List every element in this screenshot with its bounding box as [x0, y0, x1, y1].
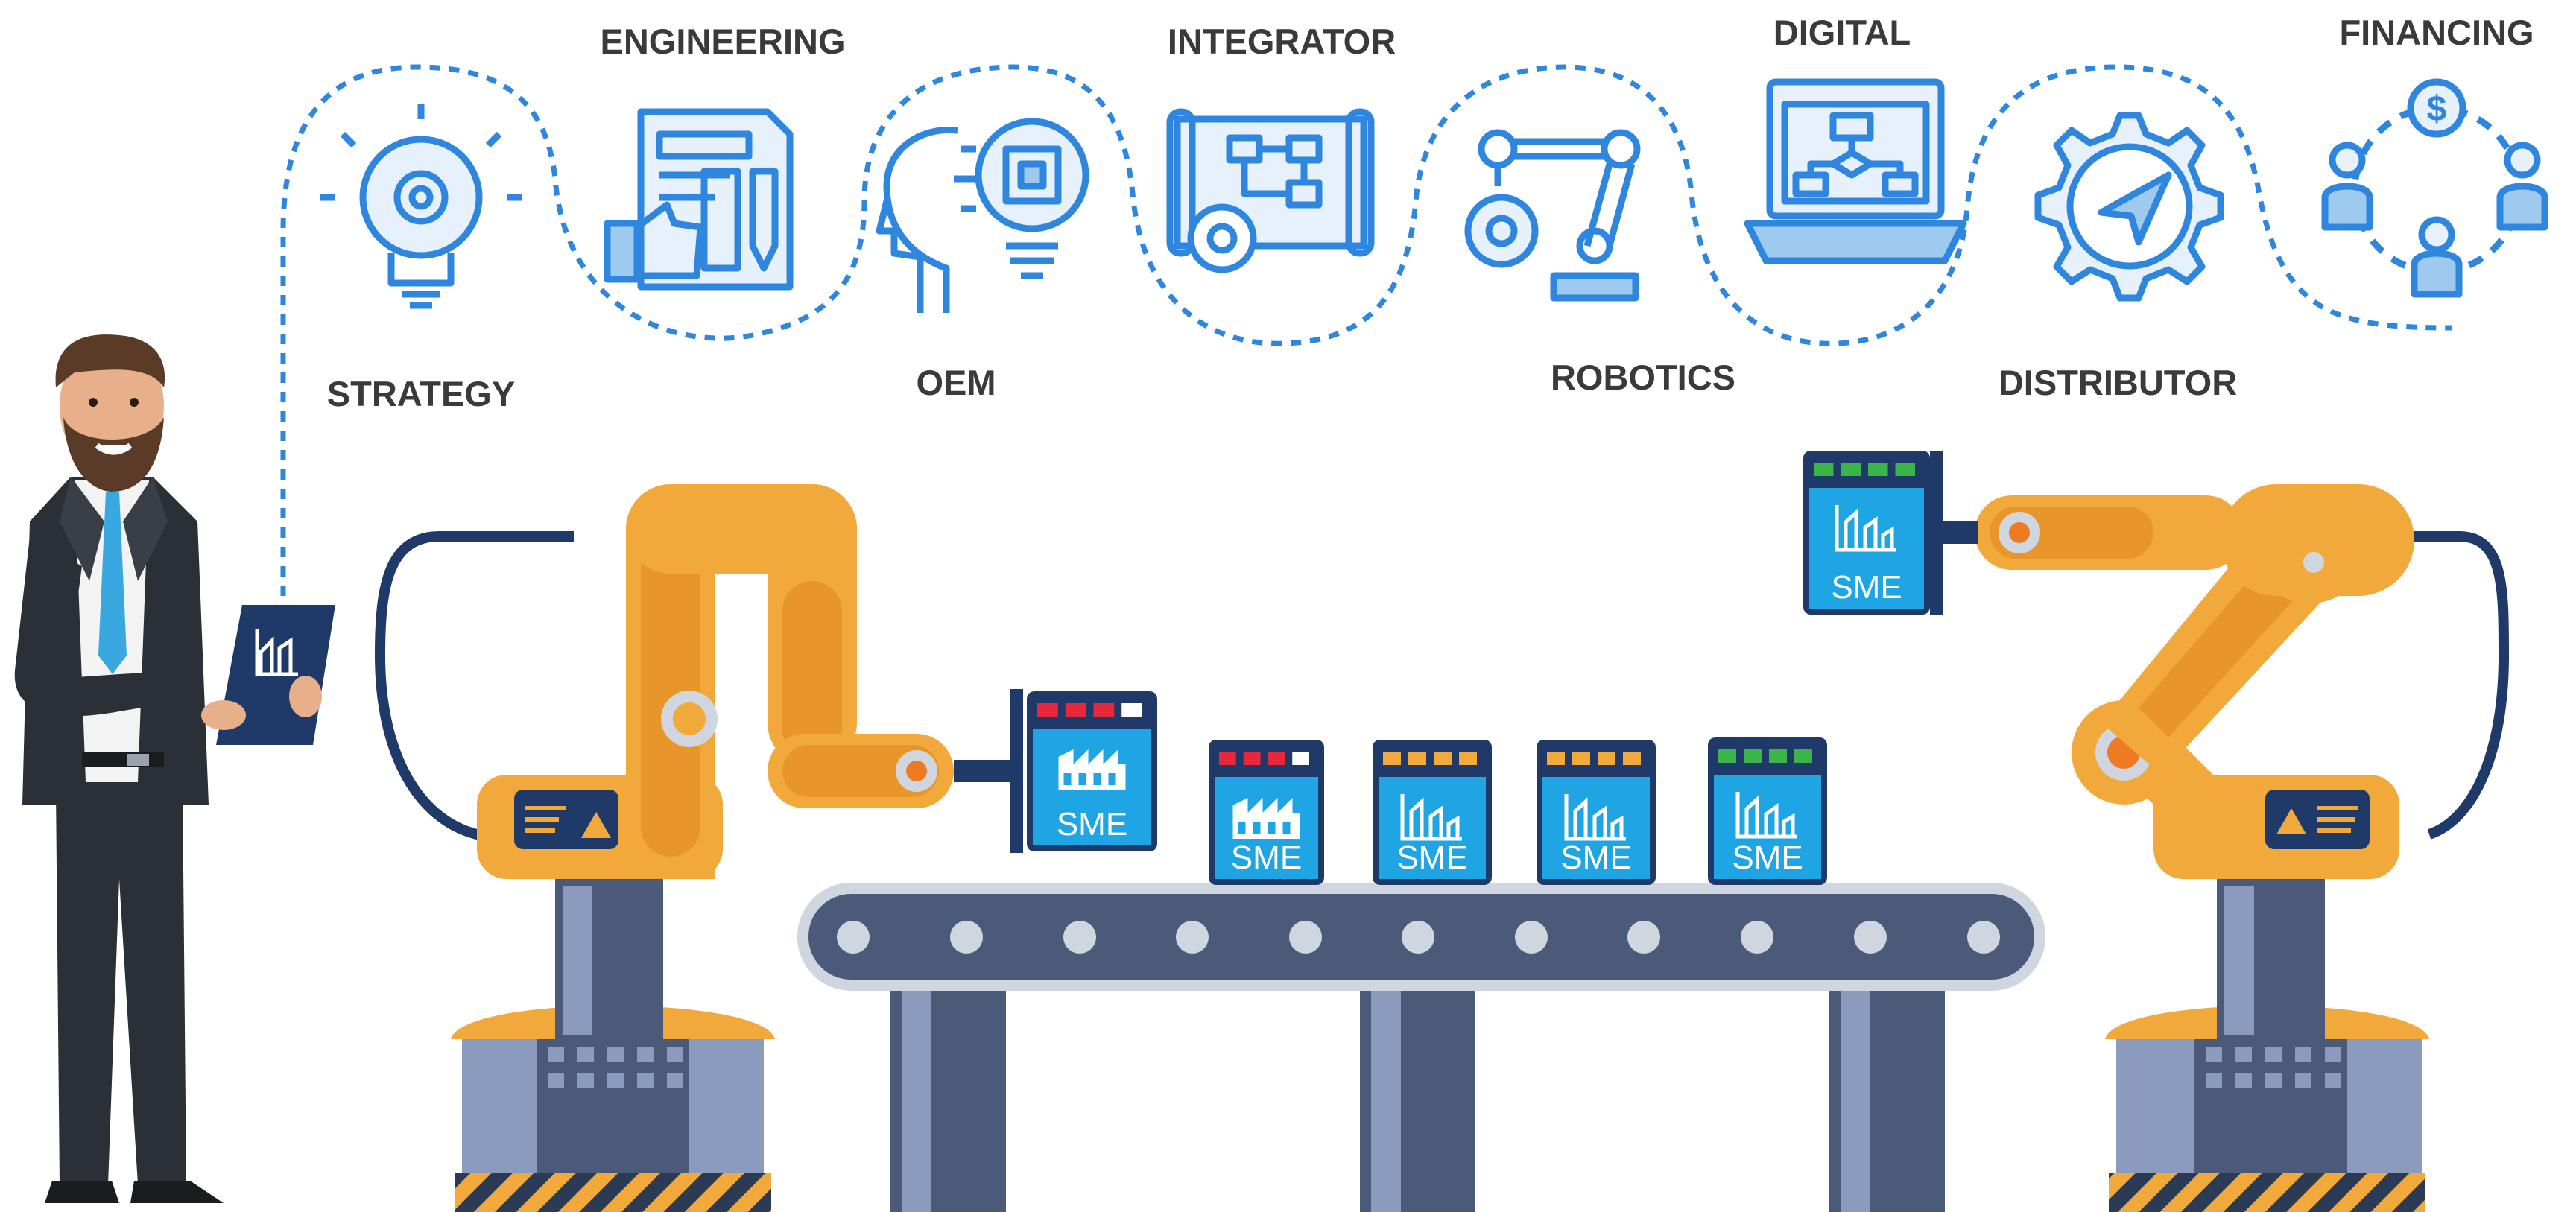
left-robot-arm	[374, 484, 1023, 1212]
chart-icon	[1400, 794, 1462, 841]
blueprint-document-icon	[604, 108, 794, 291]
sme-box-label: SME	[1396, 840, 1467, 876]
sme-box-label: SME	[1560, 840, 1631, 876]
status-light	[1383, 752, 1401, 765]
lightbulb-gear-icon	[320, 104, 522, 309]
status-light	[1744, 749, 1762, 763]
conveyor-belt	[797, 883, 2045, 1212]
chart-icon	[1835, 505, 1896, 552]
status-light	[1219, 752, 1236, 765]
status-light	[1093, 703, 1115, 717]
status-light	[1841, 463, 1861, 476]
flowchart-gear-icon	[1166, 108, 1375, 273]
step-label-integrator: INTEGRATOR	[1168, 22, 1396, 61]
people-dollar-icon: $	[2321, 78, 2548, 298]
step-label-engineering: ENGINEERING	[600, 22, 845, 61]
status-light	[1794, 749, 1812, 763]
step-label-strategy: STRATEGY	[327, 374, 515, 413]
factory-icon	[1232, 798, 1300, 839]
laptop-flowchart-icon	[1744, 78, 1967, 264]
status-light	[1408, 752, 1426, 765]
step-label-robotics: ROBOTICS	[1551, 358, 1735, 397]
status-light	[1037, 703, 1058, 717]
status-light	[1814, 463, 1834, 476]
sme-box-label: SME	[1057, 806, 1127, 843]
sme-box: SME	[1027, 691, 1157, 851]
sme-box: SME	[1373, 740, 1492, 885]
sme-box: SME	[1537, 740, 1656, 885]
sme-box-label: SME	[1831, 569, 1902, 606]
sme-box-label: SME	[1732, 840, 1803, 876]
sme-box: SME	[1708, 737, 1827, 885]
gear-paper-plane-icon	[2034, 112, 2224, 302]
sme-box: SME	[1803, 451, 1930, 615]
status-light	[1292, 752, 1309, 765]
status-light	[1459, 752, 1477, 765]
right-robot-arm	[1930, 451, 2510, 1212]
process-path	[280, 64, 2452, 596]
status-light	[1572, 752, 1590, 765]
status-light	[1434, 752, 1452, 765]
status-light	[1268, 752, 1285, 765]
status-light	[1243, 752, 1261, 765]
step-label-distributor: DISTRIBUTOR	[1999, 363, 2237, 402]
status-light	[1547, 752, 1565, 765]
sme-boxes-layer: SME SME SME SME SME SME	[1027, 451, 1930, 885]
svg-text:$: $	[2427, 89, 2447, 129]
robot-arm-icon	[1464, 129, 1641, 302]
status-light	[1769, 749, 1787, 763]
businessman-figure	[14, 334, 335, 1203]
status-light	[1065, 703, 1086, 717]
step-label-oem: OEM	[916, 363, 996, 402]
chart-icon	[1564, 794, 1626, 841]
sme-box: SME	[1209, 740, 1324, 885]
step-label-digital: DIGITAL	[1773, 13, 1911, 52]
head-chip-bulb-icon	[876, 118, 1089, 313]
sme-box-label: SME	[1231, 840, 1302, 876]
status-light	[1598, 752, 1615, 765]
status-light	[1623, 752, 1641, 765]
status-light	[1895, 463, 1915, 476]
status-light	[1868, 463, 1888, 476]
step-label-financing: FINANCING	[2339, 13, 2534, 52]
factory-icon	[1058, 749, 1126, 790]
status-light	[1718, 749, 1736, 763]
status-light	[1121, 703, 1142, 717]
chart-icon	[1735, 792, 1797, 839]
